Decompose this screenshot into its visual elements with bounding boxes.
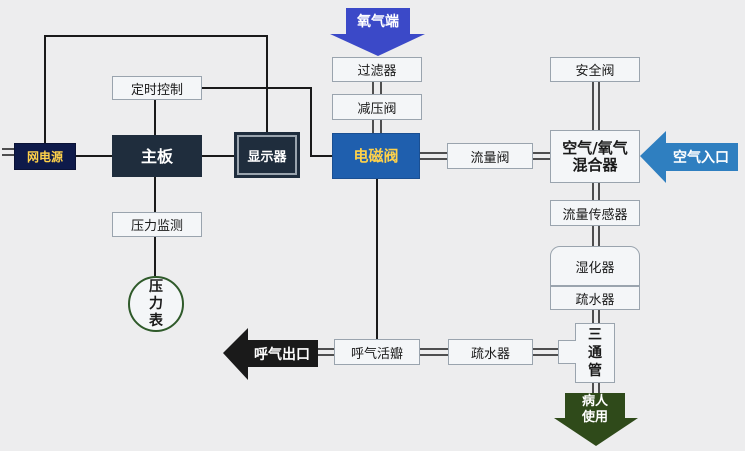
pipe-tee-drainlower	[533, 348, 558, 356]
patient-use-line1: 病人	[581, 394, 608, 409]
pipe-sensor-humidifier	[592, 226, 600, 246]
humidifier-box: 湿化器	[550, 246, 640, 286]
gauge-char-1: 压	[149, 278, 163, 295]
exhale-outlet-arrow	[223, 328, 318, 380]
tee-char-2: 通	[588, 345, 602, 361]
wire-timer-to-solenoid	[202, 87, 332, 157]
power-supply-box: 网电源	[14, 143, 76, 170]
flow-valve-box: 流量阀	[447, 143, 533, 169]
pipe-drain-tee	[592, 310, 600, 323]
pipe-solenoid-flowvalve	[420, 152, 447, 160]
patient-use-label: 病人 使用	[565, 394, 625, 426]
safety-valve-box: 安全阀	[550, 57, 640, 82]
gauge-char-3: 表	[149, 312, 163, 329]
air-oxygen-mixer-box: 空气/氧气 混合器	[550, 130, 640, 183]
tee-pipe-box: 三 通 管	[575, 323, 615, 383]
air-inlet-label: 空气入口	[673, 150, 729, 166]
tee-char-3: 管	[588, 363, 602, 379]
main-board-box: 主板	[112, 135, 202, 177]
mixer-label-line2: 混合器	[572, 155, 618, 174]
wire-power-top-loop	[44, 35, 268, 154]
pipe-power-left	[2, 148, 14, 156]
pressure-gauge: 压 力 表	[128, 276, 184, 332]
pressure-monitor-box: 压力监测	[112, 212, 202, 237]
oxygen-arrow	[330, 8, 425, 56]
tee-char-1: 三	[588, 327, 602, 343]
pipe-reducer-solenoid	[372, 120, 382, 133]
pipe-tee-to-patient	[592, 383, 600, 393]
pipe-safety-mixer	[592, 82, 600, 130]
exhale-outlet-label: 呼气出口	[254, 346, 310, 363]
gauge-char-2: 力	[149, 295, 163, 312]
pipe-flowvalve-mixer	[533, 152, 550, 160]
oxygen-inlet-label: 氧气端	[357, 14, 399, 30]
patient-use-line2: 使用	[581, 410, 608, 425]
solenoid-valve-box: 电磁阀	[332, 133, 420, 179]
air-inlet-arrow	[640, 131, 738, 183]
pressure-reducer-box: 减压阀	[332, 94, 422, 120]
tee-pipe-stub	[558, 340, 576, 364]
timer-control-box: 定时控制	[112, 76, 202, 100]
pipe-mixer-sensor	[592, 183, 600, 200]
pipe-filter-reducer	[372, 82, 382, 94]
filter-box: 过滤器	[332, 57, 422, 82]
flow-sensor-box: 流量传感器	[550, 200, 640, 226]
patient-arrow	[554, 393, 638, 446]
pipe-exhalevalve-outlet	[318, 348, 334, 356]
exhale-valve-box: 呼气活瓣	[334, 339, 420, 365]
drain-upper-box: 疏水器	[550, 286, 640, 310]
pipe-drainlower-exhalevalve	[420, 348, 448, 356]
mixer-label-line1: 空气/氧气	[562, 138, 628, 157]
display-box: 显示器	[234, 132, 300, 178]
drain-lower-box: 疏水器	[448, 339, 533, 365]
